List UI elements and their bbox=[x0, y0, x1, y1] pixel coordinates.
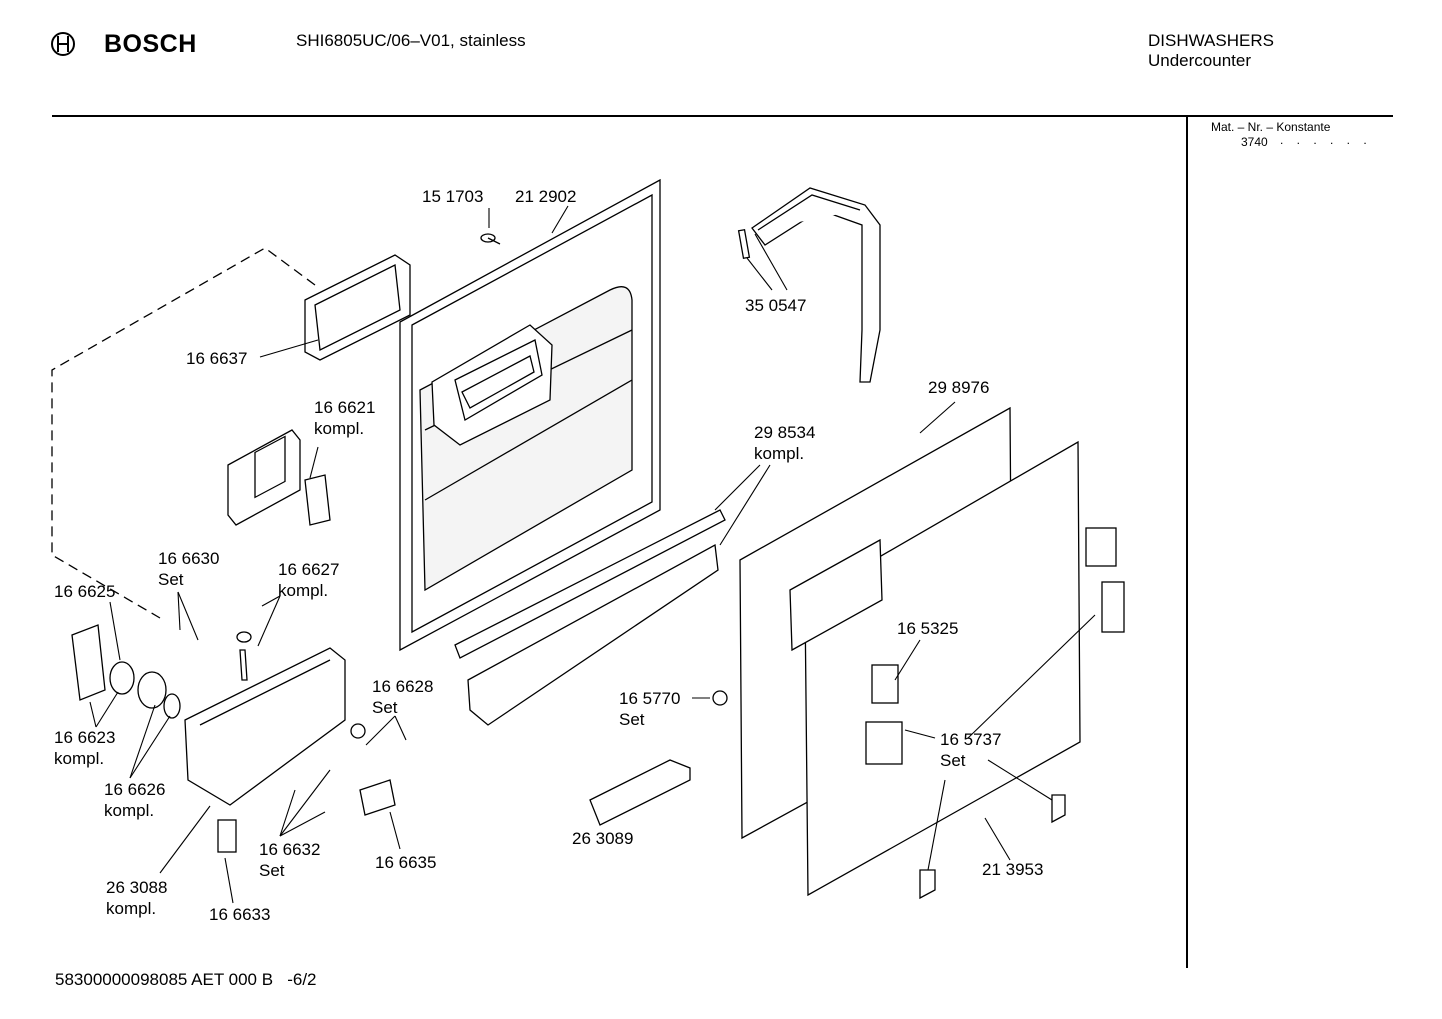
part-label-298976: 29 8976 bbox=[928, 378, 990, 397]
document-code: 58300000098085 AET 000 B -6/2 bbox=[55, 970, 317, 989]
category-title: DISHWASHERS bbox=[1148, 31, 1274, 50]
material-number-value: 3740 bbox=[1241, 135, 1268, 149]
part-label-212902: 21 2902 bbox=[515, 187, 577, 206]
model-number: SHI6805UC/06–V01, stainless bbox=[296, 31, 526, 50]
part-label-350547: 35 0547 bbox=[745, 296, 807, 315]
control-module bbox=[184, 647, 346, 853]
light-strip bbox=[454, 509, 726, 726]
part-label-166635: 16 6635 bbox=[375, 853, 437, 872]
part-label-213953: 21 3953 bbox=[982, 860, 1044, 879]
door-frame bbox=[789, 440, 1081, 897]
brand-name: BOSCH bbox=[104, 30, 197, 58]
bosch-logo-icon bbox=[51, 32, 75, 56]
part-label-165325: 16 5325 bbox=[897, 619, 959, 638]
screw-151703 bbox=[480, 233, 501, 245]
small-hardware-parts bbox=[589, 527, 1125, 900]
material-number-dots: . . . . . . bbox=[1280, 133, 1372, 147]
part-label-263089: 26 3089 bbox=[572, 829, 634, 848]
category-subtitle: Undercounter bbox=[1148, 51, 1252, 70]
material-number-label: Mat. – Nr. – Konstante bbox=[1211, 120, 1331, 134]
part-label-166625: 16 6625 bbox=[54, 582, 116, 601]
detergent-cover bbox=[227, 429, 331, 526]
gasket-frame bbox=[304, 254, 411, 361]
dashed-assembly-line bbox=[51, 247, 316, 619]
switch-assembly bbox=[71, 624, 396, 816]
inner-door-panel bbox=[399, 178, 661, 652]
handle-bracket bbox=[737, 187, 881, 383]
part-label-166637: 16 6637 bbox=[186, 349, 248, 368]
part-label-151703: 15 1703 bbox=[422, 187, 484, 206]
part-label-166633: 16 6633 bbox=[209, 905, 271, 924]
leader-lines bbox=[89, 205, 1096, 904]
